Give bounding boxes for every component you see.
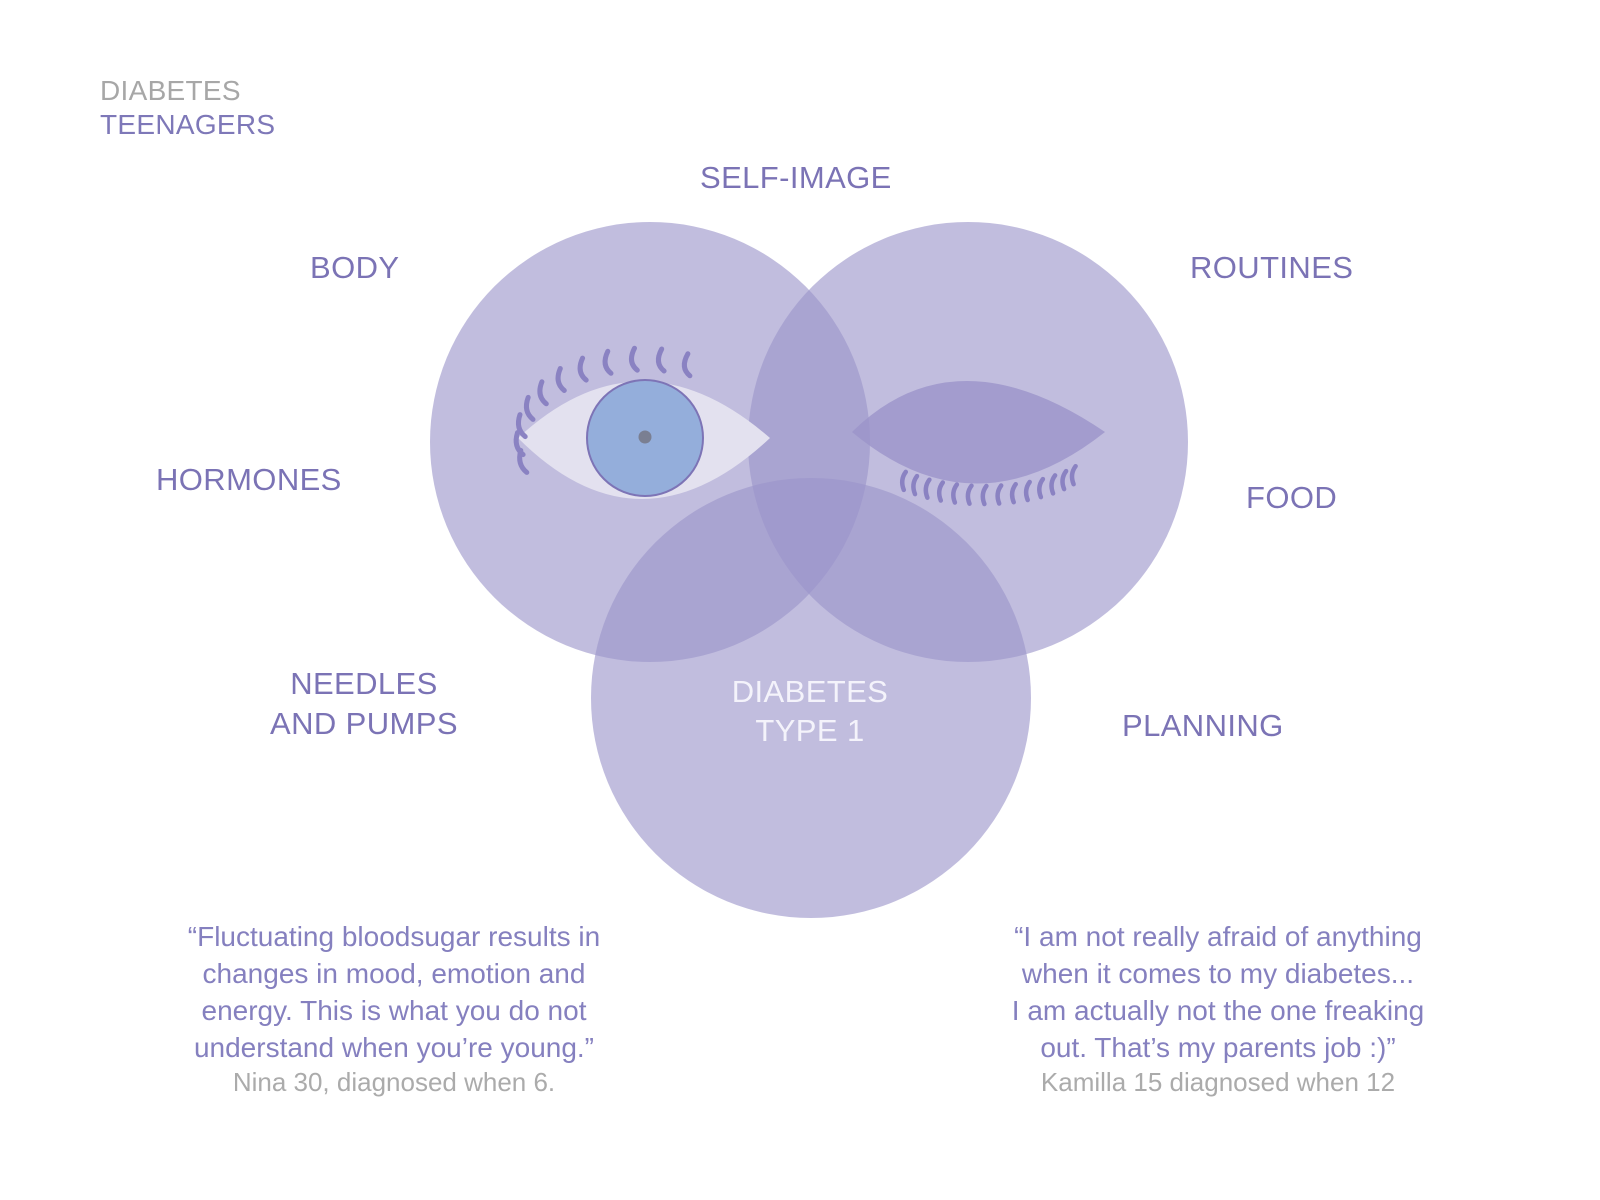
- quote-line: “I am not really afraid of anything: [1014, 921, 1422, 952]
- quote-line: out. That’s my parents job :)”: [1040, 1032, 1396, 1063]
- closed-eyelid: [852, 381, 1105, 484]
- eyelash: [1069, 463, 1078, 487]
- eyelash: [911, 473, 920, 497]
- eyelash: [681, 351, 693, 379]
- eyelash: [655, 346, 667, 374]
- quote-line: understand when you’re young.”: [193, 1032, 595, 1063]
- eyelash: [523, 394, 536, 422]
- center-label-diabetes-type-1: DIABETES TYPE 1: [690, 672, 930, 750]
- label-self-image: SELF-IMAGE: [700, 160, 892, 195]
- eyelash: [995, 483, 1004, 506]
- label-needles-and-pumps: NEEDLES AND PUMPS: [270, 664, 458, 744]
- quote-attribution: Kamilla 15 diagnosed when 12: [1040, 1067, 1396, 1097]
- label-needles-line2: AND PUMPS: [270, 706, 458, 741]
- header-title: DIABETES TEENAGERS: [100, 74, 275, 142]
- pupil: [638, 430, 652, 444]
- eyelash: [1049, 473, 1058, 496]
- center-label-line2: TYPE 1: [755, 713, 865, 748]
- quote-kamilla: “I am not really afraid of anything when…: [948, 918, 1488, 1098]
- eyelash: [899, 469, 909, 493]
- eyelash: [555, 366, 567, 393]
- quote-line: when it comes to my diabetes...: [1021, 958, 1415, 989]
- label-food: FOOD: [1246, 480, 1338, 515]
- eyelash: [1009, 481, 1018, 505]
- eyelash: [936, 480, 946, 503]
- quote-nina: “Fluctuating bloodsugar results in chang…: [124, 918, 664, 1098]
- eyelash: [515, 412, 528, 440]
- eyelash: [980, 483, 989, 507]
- header-line-teenagers: TEENAGERS: [100, 109, 276, 140]
- eyelash: [1037, 476, 1046, 500]
- eyelash: [965, 483, 974, 506]
- eyelash: [1060, 468, 1069, 492]
- quote-line: energy. This is what you do not: [201, 995, 587, 1026]
- venn-circles: [430, 222, 1188, 918]
- label-body: BODY: [310, 250, 400, 285]
- eyelash: [629, 345, 640, 373]
- label-routines: ROUTINES: [1190, 250, 1354, 285]
- center-label-line1: DIABETES: [731, 674, 889, 709]
- eyelash: [1023, 479, 1032, 503]
- eyelash: [951, 482, 960, 505]
- quote-line: “Fluctuating bloodsugar results in: [187, 921, 601, 952]
- open-eye-icon: [513, 345, 770, 499]
- label-planning: PLANNING: [1122, 708, 1284, 743]
- label-needles-line1: NEEDLES: [290, 666, 438, 701]
- eyelash: [537, 379, 549, 407]
- quote-line: changes in mood, emotion and: [202, 958, 586, 989]
- quote-attribution: Nina 30, diagnosed when 6.: [232, 1067, 556, 1097]
- eyelash: [577, 355, 589, 383]
- eyelash: [923, 477, 932, 500]
- eyelash: [513, 430, 526, 458]
- eyelashes-bottom: [899, 463, 1078, 507]
- eyelash: [602, 348, 614, 376]
- quote-line: I am actually not the one freaking: [1011, 995, 1425, 1026]
- circle-diabetes: [591, 478, 1031, 918]
- closed-eye-icon: [852, 381, 1105, 507]
- eyelashes-top: [513, 345, 693, 475]
- header-line-diabetes: DIABETES: [100, 75, 241, 106]
- label-hormones: HORMONES: [156, 462, 342, 497]
